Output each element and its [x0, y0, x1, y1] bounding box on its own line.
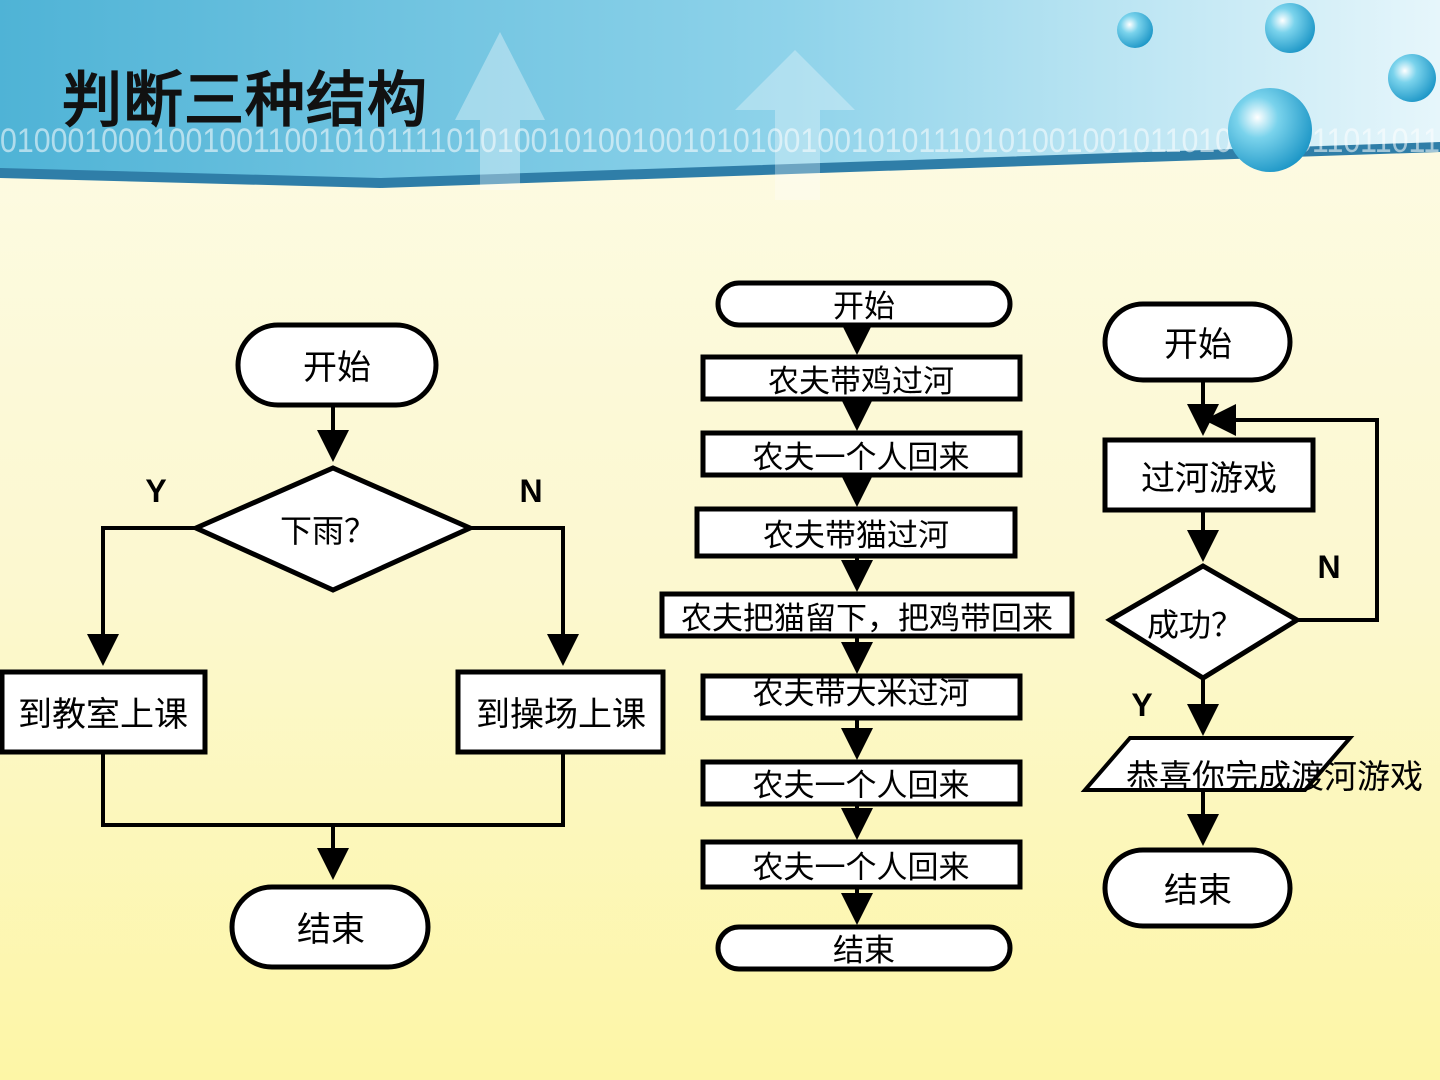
sel-start-terminator [235, 322, 439, 408]
loop-end-label: 结束 [1164, 871, 1232, 911]
header-banner: 0100010001001001100101011110101001010010… [0, 0, 1440, 200]
bubble-3 [1388, 54, 1436, 102]
bubble-2 [1265, 3, 1315, 53]
loop-flowchart [1080, 301, 1379, 929]
sel-no-label: N [519, 473, 542, 509]
sequence-flowchart [659, 280, 1075, 972]
sel-yes-path [87, 526, 196, 666]
selection-labels: 开始 下雨？ Y N 到教室上课 到操场上课 结束 [18, 348, 646, 950]
bubble-1 [1117, 12, 1153, 48]
bubble-4 [1228, 88, 1312, 172]
seq-step-6-label: 农夫一个人回来 [753, 768, 970, 804]
sel-yes-action-label: 到教室上课 [18, 695, 188, 735]
loop-back-path [1204, 404, 1379, 622]
sel-no-path [470, 526, 579, 666]
seq-step-5-label: 农夫带大米过河 [753, 676, 970, 712]
sel-merge-path [101, 752, 565, 827]
binary-strip: 0100010001001001100101011110101001010010… [0, 122, 1440, 160]
seq-step-3-box [694, 506, 1018, 559]
loop-output-parallelogram [1080, 736, 1355, 792]
sel-decision-label: 下雨？ [280, 512, 376, 550]
loop-end-terminator [1102, 847, 1293, 929]
seq-step-4-label: 农夫把猫留下，把鸡带回来 [681, 601, 1053, 637]
sequence-labels: 开始 农夫带鸡过河 农夫一个人回来 农夫带猫过河 农夫把猫留下，把鸡带回来 农夫… [681, 289, 1053, 969]
loop-labels: 开始 过河游戏 成功？ N Y 恭喜你完成渡河游戏 结束 [1126, 325, 1423, 911]
seq-step-2-label: 农夫一个人回来 [753, 440, 970, 476]
sel-decision-diamond [189, 465, 477, 593]
sel-end-terminator [229, 884, 431, 970]
seq-step-7-box [700, 839, 1023, 890]
sel-yes-label: Y [145, 473, 166, 509]
selection-flowchart [0, 322, 666, 970]
loop-output-label: 恭喜你完成渡河游戏 [1126, 757, 1423, 796]
seq-step-4-box [659, 591, 1075, 639]
seq-step-1-box [700, 354, 1023, 402]
seq-start-label: 开始 [833, 289, 895, 325]
loop-decision-label: 成功？ [1147, 606, 1243, 644]
loop-process-label: 过河游戏 [1141, 459, 1277, 499]
loop-start-terminator [1102, 301, 1293, 383]
seq-step-7-label: 农夫一个人回来 [753, 850, 970, 886]
seq-step-1-label: 农夫带鸡过河 [768, 364, 954, 400]
seq-end-label: 结束 [833, 933, 895, 969]
loop-start-label: 开始 [1164, 325, 1232, 365]
seq-step-5-box [700, 673, 1023, 721]
sel-end-label: 结束 [297, 910, 365, 950]
seq-end-terminator [715, 924, 1013, 972]
slide-title: 判断三种结构 [62, 66, 428, 136]
loop-yes-label: Y [1131, 687, 1152, 723]
seq-step-6-box [700, 759, 1023, 807]
loop-process-box [1102, 437, 1316, 513]
sel-no-process [455, 669, 666, 755]
sel-yes-process [0, 669, 208, 755]
loop-no-label: N [1317, 549, 1340, 585]
sel-start-label: 开始 [303, 348, 371, 388]
seq-step-3-label: 农夫带猫过河 [763, 518, 949, 554]
sel-no-action-label: 到操场上课 [476, 695, 646, 735]
